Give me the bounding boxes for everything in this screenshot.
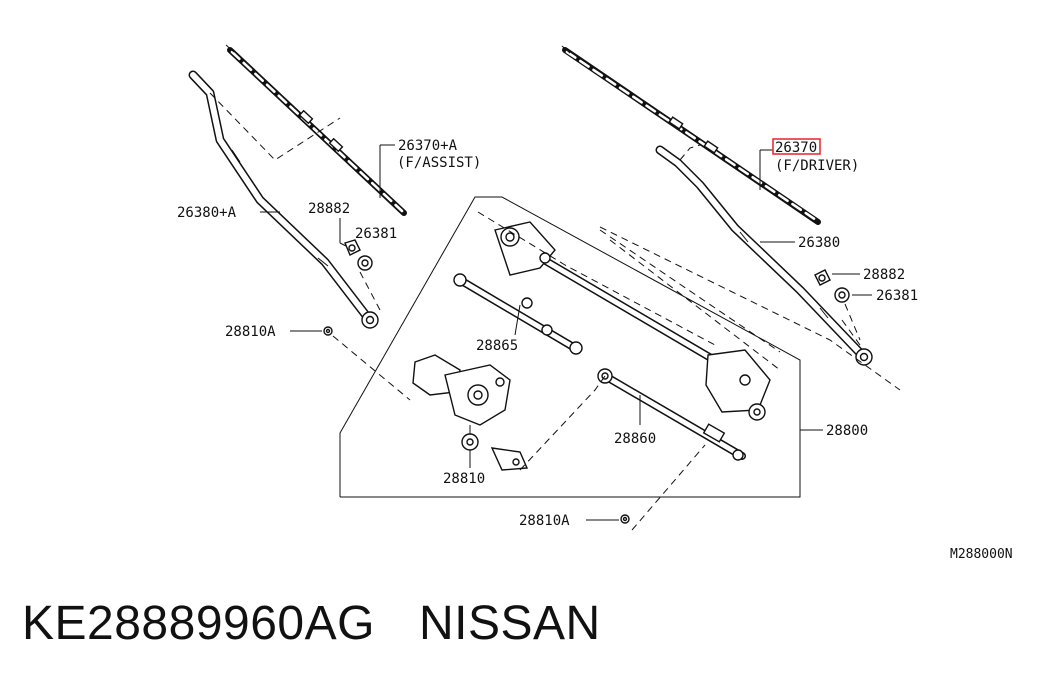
link-rod-long[interactable] <box>597 368 746 461</box>
driver-blade-label-suffix: 0 <box>809 140 817 156</box>
brand-name: NISSAN <box>418 597 601 650</box>
bolt-upper-label: 28810A <box>225 324 276 340</box>
linkage-main-rod[interactable] <box>506 236 749 382</box>
linkage-assembly-label: 28800 <box>826 423 868 439</box>
assist-arm-label: 26380+A <box>177 205 237 221</box>
driver-arm[interactable] <box>655 145 873 366</box>
nut-right-label: 26381 <box>876 288 918 304</box>
assist-arm-dash-link <box>209 92 341 161</box>
motor-label: 28810 <box>443 471 485 487</box>
assist-blade[interactable] <box>225 44 407 216</box>
part-number: KE28889960AG <box>22 597 375 650</box>
driver-blade-label: 26370 <box>775 140 817 156</box>
bolt-lower-label: 28810A <box>519 513 570 529</box>
cap-right-label: 28882 <box>863 267 905 283</box>
motor-dash-links <box>519 375 606 471</box>
assist-arm[interactable] <box>188 70 379 329</box>
cap-left[interactable] <box>344 239 361 256</box>
nut-left[interactable] <box>357 255 373 271</box>
nut-left-label: 26381 <box>355 226 397 242</box>
cap-right[interactable] <box>814 269 831 286</box>
driver-blade-label-prefix: 2637 <box>775 140 809 156</box>
bolt-upper[interactable] <box>323 326 333 336</box>
wiper-parts-diagram: 26370+A (F/ASSIST) 26380+A 28882 26381 2… <box>177 44 1013 562</box>
driver-side-dash-links <box>599 226 901 391</box>
assist-blade-label: 26370+A <box>398 138 458 154</box>
diagram-code: M288000N <box>950 547 1013 562</box>
driver-arm-label: 26380 <box>798 235 840 251</box>
pivot-dash-links <box>477 211 716 346</box>
nut-right[interactable] <box>834 287 850 303</box>
linkage-assembly-outline <box>339 196 801 498</box>
assist-blade-note: (F/ASSIST) <box>397 155 481 171</box>
driver-blade-note: (F/DRIVER) <box>775 158 859 174</box>
wiper-motor[interactable] <box>412 354 529 471</box>
driver-blade-highlight <box>772 138 821 155</box>
link-long-label: 28860 <box>614 431 656 447</box>
link-short-label: 28865 <box>476 338 518 354</box>
driver-blade[interactable] <box>561 45 821 225</box>
driver-arm-dash-link <box>679 144 701 161</box>
pivot-left[interactable] <box>494 221 556 276</box>
link-rod-short[interactable] <box>453 273 583 355</box>
bolt-lower[interactable] <box>620 514 630 524</box>
cap-left-label: 28882 <box>308 201 350 217</box>
pivot-right[interactable] <box>705 349 771 421</box>
part-number-caption: KE28889960AG NISSAN <box>22 596 601 666</box>
